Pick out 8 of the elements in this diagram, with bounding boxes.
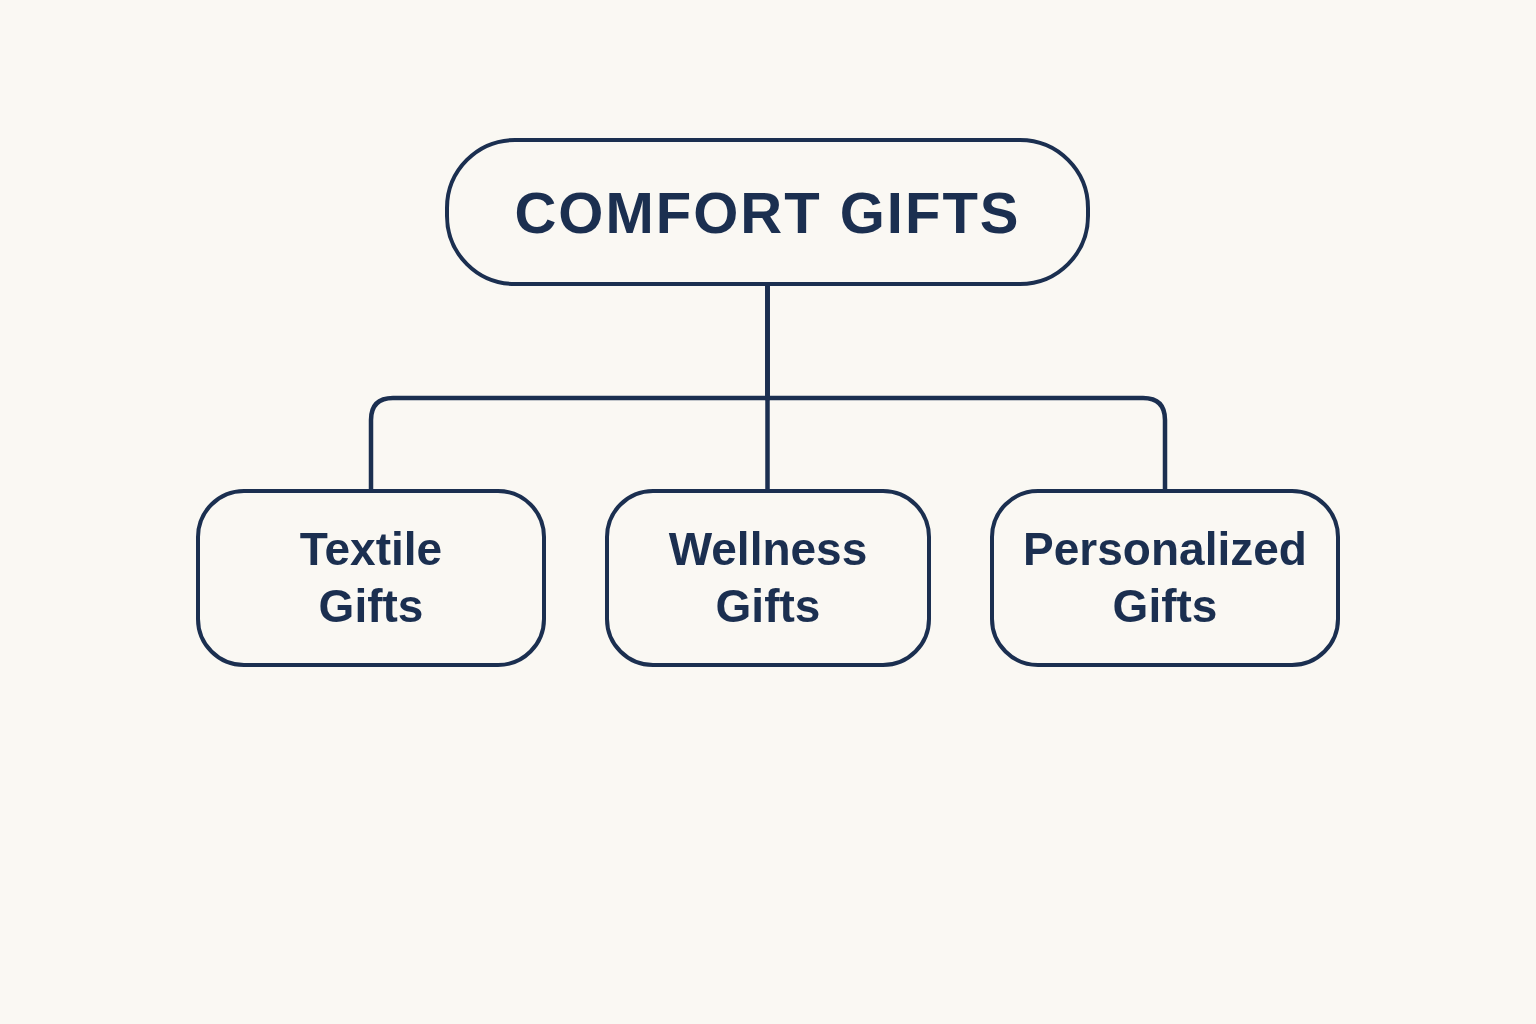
category-box <box>196 489 546 667</box>
connector-line <box>765 286 1168 489</box>
category-box <box>605 489 931 667</box>
category-label: Wellness Gifts <box>668 521 868 634</box>
category-label: Personalized Gifts <box>1023 521 1307 634</box>
category-box <box>990 489 1340 667</box>
root-title: COMFORT GIFTS <box>514 178 1021 246</box>
category-label: Textile Gifts <box>299 521 443 634</box>
